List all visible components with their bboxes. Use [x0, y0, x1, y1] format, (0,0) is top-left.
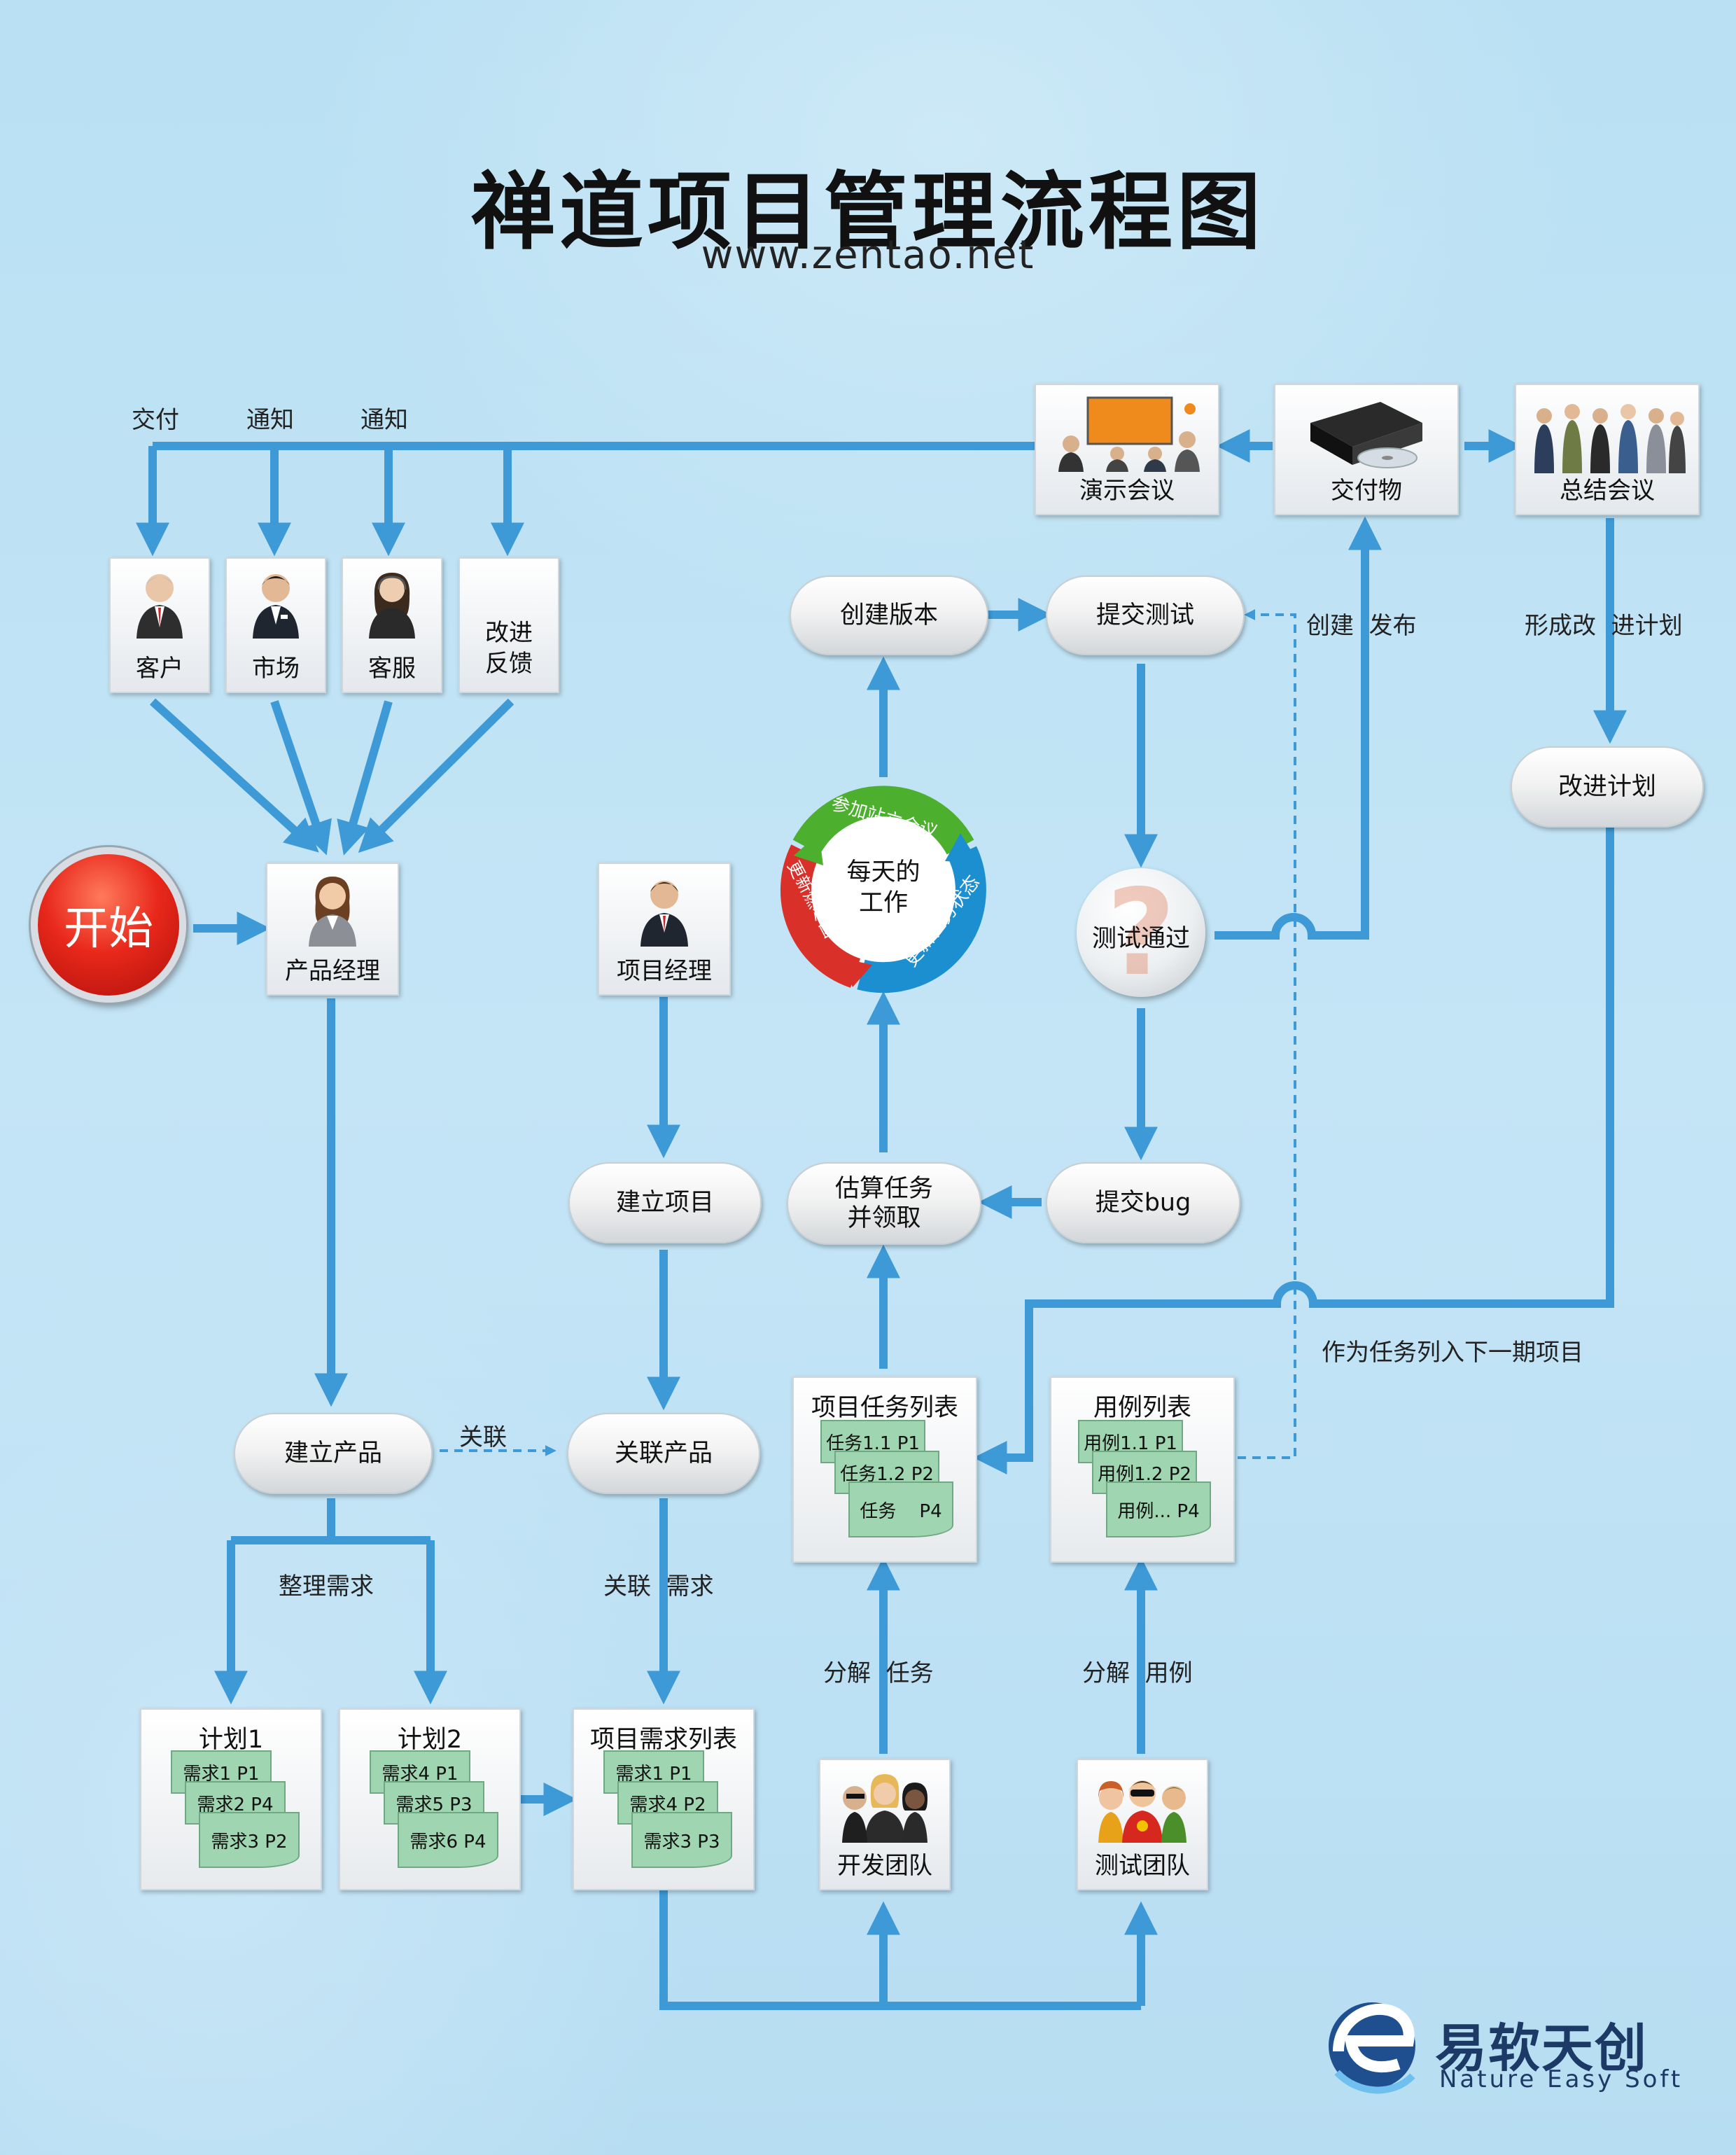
submit-test-step: 提交测试: [1046, 576, 1245, 655]
summary-meeting-box: 总结会议: [1515, 384, 1700, 515]
plan1-list: 计划1 需求1 P1 需求2 P4 需求3 P2: [140, 1708, 322, 1890]
dashed-case-list-to-submit-test: [1238, 609, 1296, 1459]
create-version-step: 创建版本: [790, 576, 988, 655]
submit-bug-step: 提交bug: [1046, 1162, 1240, 1243]
page-title: 禅道项目管理流程图: [471, 164, 1265, 261]
arrow-market-to-pm: [270, 700, 332, 856]
label-link: 关联: [459, 1423, 507, 1451]
project-requirements-list: 项目需求列表 需求1 P1 需求4 P2 需求3 P3: [573, 1708, 755, 1890]
label-split-tasks: 分解 任务: [823, 1659, 934, 1687]
test-cases-list: 用例列表 用例1.1 P1 用例1.2 P2 用例... P4: [1050, 1376, 1235, 1563]
label-organize-requirements: 整理需求: [279, 1572, 374, 1600]
project-requirements-item-3: 需求3 P3: [631, 1812, 732, 1868]
label-notify-2: 通知: [360, 406, 408, 434]
project-tasks-list: 项目任务列表 任务1.1 P1 任务1.2 P2 任务 P4: [792, 1376, 977, 1563]
label-deliver: 交付: [132, 406, 179, 434]
improve-plan-step: 改进计划: [1511, 746, 1704, 828]
test-passed-label: 测试通过: [1091, 925, 1190, 953]
feedback-label-line2: 反馈: [485, 650, 533, 678]
service-icon: [369, 573, 415, 639]
logo-tagline: Nature Easy Soft: [1439, 2065, 1684, 2093]
test-team-box: 测试团队: [1077, 1759, 1208, 1890]
feedback-box: 改进 反馈: [458, 557, 559, 693]
connector-bottom-bus: [659, 1890, 1141, 2010]
arrow-service-to-pm: [337, 700, 393, 856]
test-team-icon: [1098, 1780, 1186, 1843]
test-team-label: 测试团队: [1095, 1852, 1190, 1880]
build-project-step: 建立项目: [568, 1162, 762, 1243]
label-form-plan: 形成改 进计划: [1525, 612, 1683, 640]
dev-team-icon: [842, 1774, 927, 1843]
label-link-requirements: 关联 需求: [603, 1572, 714, 1600]
deliverable-icon: [1310, 402, 1422, 468]
project-requirements-title: 项目需求列表: [589, 1726, 737, 1754]
daily-cycle-line2: 工作: [858, 889, 908, 917]
dev-team-box: 开发团队: [819, 1759, 951, 1890]
question-mark-icon: ?: [1106, 864, 1176, 1003]
project-manager-label: 项目经理: [617, 957, 712, 985]
plan2-list: 计划2 需求4 P1 需求5 P3 需求6 P4: [339, 1708, 521, 1890]
deliverable-label: 交付物: [1331, 477, 1402, 505]
test-cases-item-3: 用例... P4: [1106, 1481, 1211, 1537]
label-next-phase: 作为任务列入下一期项目: [1322, 1339, 1583, 1367]
customer-label: 客户: [136, 655, 183, 683]
connector-organize-requirements: [231, 1498, 430, 1544]
daily-cycle-center: 每天的 工作: [813, 857, 953, 919]
service-label: 客服: [368, 655, 416, 683]
logo-mark: [1329, 2002, 1415, 2094]
dev-team-label: 开发团队: [837, 1852, 932, 1880]
estimate-line1: 估算任务: [834, 1175, 933, 1203]
service-box: 客服: [342, 557, 442, 693]
demo-meeting-label: 演示会议: [1079, 477, 1175, 505]
label-split-cases: 分解 用例: [1082, 1659, 1193, 1687]
test-passed-decision: ? 测试通过: [1077, 864, 1205, 1003]
label-notify-1: 通知: [246, 406, 294, 434]
market-label: 市场: [252, 655, 300, 683]
plan2-item-3: 需求6 P4: [398, 1812, 498, 1868]
label-create-release: 创建 发布: [1306, 612, 1417, 640]
arrow-pass-to-deliverable: [1214, 516, 1382, 940]
team-meeting-icon: [1534, 404, 1686, 473]
plan1-title: 计划1: [198, 1726, 264, 1754]
project-manager-box: 项目经理: [598, 863, 731, 996]
project-tasks-title: 项目任务列表: [811, 1394, 958, 1422]
deliverable-box: 交付物: [1274, 384, 1459, 515]
customer-box: 客户: [109, 557, 210, 693]
presentation-icon: [1058, 396, 1200, 472]
test-cases-title: 用例列表: [1093, 1394, 1191, 1422]
arrow-plan-to-task-list: [973, 825, 1614, 1474]
estimate-line2: 并领取: [847, 1204, 921, 1232]
build-product-step: 建立产品: [234, 1413, 433, 1494]
plan1-item-3: 需求3 P2: [199, 1812, 300, 1868]
arrow-feedback-to-pm: [358, 698, 514, 853]
start-button: 开始: [31, 847, 186, 1003]
plan2-title: 计划2: [397, 1726, 463, 1754]
feedback-label-line1: 改进: [485, 619, 533, 647]
site-url: www.zentao.net: [701, 232, 1035, 278]
daily-cycle: [780, 786, 986, 993]
customer-icon: [136, 574, 183, 639]
link-product-step: 关联产品: [567, 1413, 760, 1494]
estimate-tasks-step: 估算任务 并领取: [787, 1162, 981, 1245]
product-manager-label: 产品经理: [285, 957, 380, 985]
demo-meeting-box: 演示会议: [1035, 384, 1219, 515]
project-manager-icon: [640, 881, 688, 947]
daily-cycle-line1: 每天的: [846, 858, 920, 886]
project-tasks-item-3: 任务 P4: [848, 1481, 953, 1537]
market-box: 市场: [225, 557, 326, 693]
arrow-customer-to-pm: [149, 698, 319, 853]
product-manager-box: 产品经理: [266, 863, 399, 996]
logo-name: 易软天创: [1435, 2018, 1648, 2079]
product-manager-icon: [309, 877, 356, 947]
market-icon: [253, 574, 299, 639]
summary-meeting-label: 总结会议: [1560, 477, 1655, 505]
